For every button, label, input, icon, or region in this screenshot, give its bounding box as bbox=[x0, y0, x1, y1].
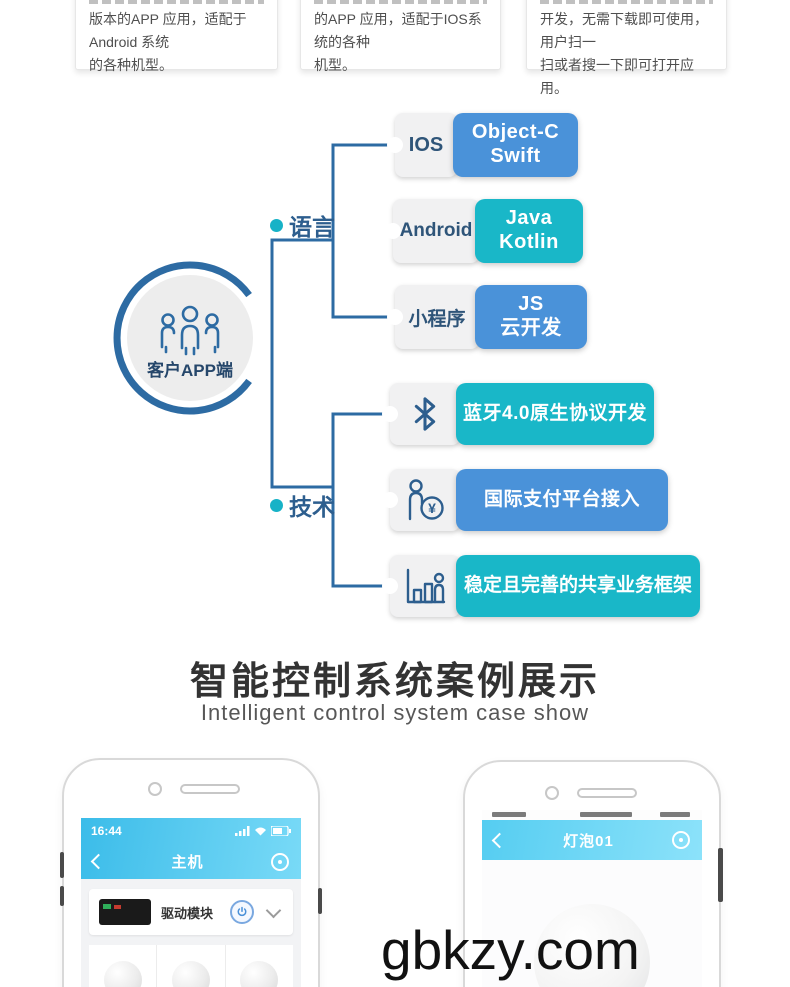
node-payment-tag: 国际支付平台接入 bbox=[456, 469, 668, 531]
nav-bar: 主机 bbox=[81, 844, 301, 879]
driver-module-image bbox=[99, 899, 151, 925]
yen-glyph: ¥ bbox=[428, 500, 436, 516]
tag-line: Object-C bbox=[471, 121, 560, 144]
node-android-tag: Java Kotlin bbox=[475, 199, 583, 263]
node-ios-label: IOS bbox=[395, 113, 457, 177]
clipped-text-line bbox=[540, 0, 713, 4]
node-framework: 稳定且完善的共享业务框架 bbox=[390, 555, 700, 617]
status-bar-partial bbox=[482, 810, 702, 820]
branch-language: 语言 bbox=[270, 208, 335, 242]
bulb-image bbox=[240, 961, 279, 987]
feature-card-miniprogram: 开发，无需下载即可使用，用户扫一 扫或者搜一下即可打开应用。 bbox=[526, 0, 727, 96]
section-title: 智能控制系统案例展示 bbox=[189, 661, 600, 703]
card-text-line: 版本的APP 应用，适配于Android 系统 bbox=[89, 11, 247, 50]
camera-icon bbox=[545, 786, 559, 800]
nav-title: 主机 bbox=[171, 854, 204, 871]
tag-line: Kotlin bbox=[499, 231, 559, 253]
center-ring bbox=[113, 261, 252, 415]
node-payment: ¥ 国际支付平台接入 bbox=[390, 469, 668, 531]
bulb-image bbox=[171, 961, 210, 987]
card-text-line: 的APP 应用，适配于IOS系统的各种 bbox=[314, 11, 482, 50]
node-miniprogram-tag: JS 云开发 bbox=[475, 285, 587, 349]
app-content bbox=[482, 860, 702, 987]
phone-screen: 灯泡01 bbox=[482, 810, 702, 987]
nav-title: 灯泡01 bbox=[563, 832, 614, 850]
device-label: 驱动模块 bbox=[161, 905, 214, 921]
side-button bbox=[318, 888, 322, 914]
app-content: 驱动模块 bbox=[81, 879, 301, 987]
tag-line: 云开发 bbox=[500, 317, 562, 339]
back-icon bbox=[90, 853, 107, 870]
clipped-text-line bbox=[314, 0, 487, 4]
feature-card-ios: 的APP 应用，适配于IOS系统的各种 机型。 bbox=[300, 0, 501, 73]
node-ios-tag: Object-C Swift bbox=[453, 113, 578, 177]
phone-mockup-right: 灯泡01 bbox=[463, 760, 723, 987]
status-time: 16:44 bbox=[91, 824, 122, 838]
phone-screen: 16:44 主机 驱动模块 bbox=[81, 818, 301, 987]
node-android-label: Android bbox=[393, 199, 479, 263]
bulb-image bbox=[103, 961, 142, 987]
node-bluetooth-tag: 蓝牙4.0原生协议开发 bbox=[456, 383, 654, 445]
card-text-line: 扫或者搜一下即可打开应用。 bbox=[540, 57, 694, 96]
node-bluetooth: 蓝牙4.0原生协议开发 bbox=[390, 383, 654, 445]
card-text-line: 机型。 bbox=[314, 57, 356, 73]
bulb-image-large bbox=[534, 904, 650, 987]
clipped-text-line bbox=[89, 0, 264, 4]
signal-icon bbox=[235, 826, 250, 836]
wifi-icon bbox=[255, 827, 266, 836]
power-button-icon bbox=[230, 900, 254, 924]
nav-bar: 灯泡01 bbox=[482, 820, 702, 860]
chevron-down-icon bbox=[265, 902, 282, 918]
battery-icon bbox=[271, 826, 291, 836]
node-miniprogram-label: 小程序 bbox=[395, 285, 479, 349]
gear-icon bbox=[672, 831, 690, 849]
watermark: gbkzy.com bbox=[381, 919, 640, 981]
node-ios: IOS Object-C Swift bbox=[395, 113, 578, 177]
tag-line: JS bbox=[518, 293, 544, 316]
speaker-icon bbox=[180, 784, 240, 794]
center-circle-label: 客户APP端 bbox=[147, 361, 233, 380]
node-framework-tag: 稳定且完善的共享业务框架 bbox=[456, 555, 700, 617]
bulb-item bbox=[89, 945, 158, 987]
branch-tech-label: 技术 bbox=[289, 494, 335, 520]
side-button bbox=[60, 886, 64, 906]
side-button bbox=[718, 848, 723, 902]
status-bar: 16:44 bbox=[81, 818, 301, 844]
phone-mockup-left: 16:44 主机 驱动模块 bbox=[60, 758, 322, 987]
gear-icon bbox=[270, 852, 289, 871]
branch-language-label: 语言 bbox=[289, 214, 335, 240]
node-miniprogram: 小程序 JS 云开发 bbox=[395, 285, 587, 349]
branch-tech: 技术 bbox=[270, 488, 335, 522]
feature-card-android: 版本的APP 应用，适配于Android 系统 的各种机型。 bbox=[75, 0, 278, 73]
tag-line: Swift bbox=[490, 145, 541, 167]
center-circle bbox=[127, 275, 253, 401]
card-text-line: 的各种机型。 bbox=[89, 57, 173, 73]
payment-icon: ¥ bbox=[390, 469, 460, 531]
bulb-item bbox=[157, 945, 226, 987]
bulb-list bbox=[89, 945, 293, 987]
bullet-icon bbox=[270, 498, 283, 512]
speaker-icon bbox=[577, 788, 637, 798]
back-icon bbox=[491, 832, 508, 848]
section-subtitle: Intelligent control system case show bbox=[200, 700, 590, 725]
side-button bbox=[60, 852, 64, 878]
camera-icon bbox=[148, 782, 162, 796]
bluetooth-icon bbox=[390, 383, 460, 445]
node-android: Android Java Kotlin bbox=[393, 199, 583, 263]
people-group-icon bbox=[160, 305, 220, 356]
bulb-item bbox=[226, 945, 293, 987]
chart-person-icon bbox=[390, 555, 460, 617]
tag-line: Java bbox=[505, 207, 553, 230]
card-text-line: 开发，无需下载即可使用，用户扫一 bbox=[540, 11, 708, 50]
device-card: 驱动模块 bbox=[89, 889, 293, 935]
bullet-icon bbox=[270, 218, 283, 232]
